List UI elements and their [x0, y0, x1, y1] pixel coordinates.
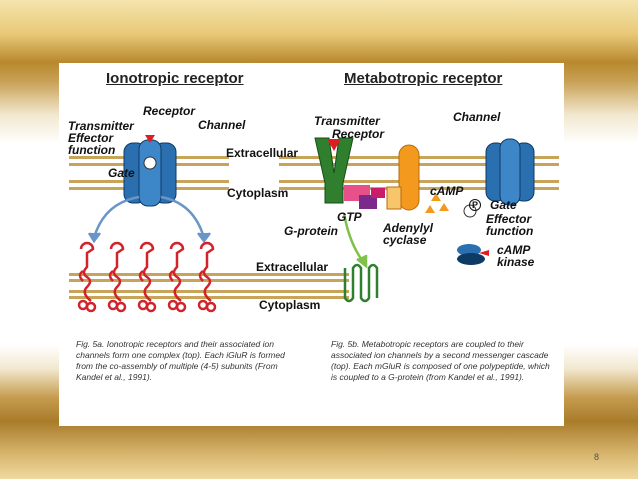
- ionotropic-title: Ionotropic receptor: [106, 70, 244, 87]
- label-cytoplasm-top: Cytoplasm: [227, 186, 289, 200]
- label-transmitter-left: Transmitter: [68, 119, 134, 133]
- glutamate-subunits-icon: [77, 241, 217, 313]
- label-receptor-right: Receptor: [332, 127, 385, 141]
- label-camp-kinase: cAMP kinase: [497, 243, 535, 269]
- camp-kinase-icon: [457, 244, 489, 265]
- label-extracellular-bottom: Extracellular: [256, 260, 329, 274]
- adenylyl-cyclase-icon: [386, 144, 420, 211]
- label-effector-right: Effector function: [486, 212, 534, 238]
- receptor-diagram: [69, 135, 559, 313]
- label-gtp: GTP: [337, 210, 362, 224]
- metabotropic-receptor-icon: [314, 137, 354, 204]
- label-transmitter-right: Transmitter: [314, 114, 380, 128]
- assembly-arrows: [87, 195, 211, 244]
- page-number: 8: [594, 452, 600, 462]
- label-phosphate: P: [469, 199, 481, 211]
- label-gate-left: Gate: [108, 166, 135, 180]
- g-protein-arrow: [342, 212, 368, 269]
- label-channel-right: Channel: [453, 110, 501, 124]
- mglur-polypeptide-icon: [343, 263, 379, 303]
- label-gate-right: Gate: [490, 198, 517, 212]
- metabotropic-title: Metabotropic receptor: [344, 70, 503, 87]
- label-effector-left: Effector function: [68, 131, 116, 157]
- label-adenylyl-cyclase: Adenylyl cyclase: [383, 221, 434, 247]
- g-protein-icon: [344, 185, 385, 209]
- camp-molecules-icon: [425, 193, 449, 213]
- label-channel-left: Channel: [198, 118, 246, 132]
- label-camp: cAMP: [430, 184, 464, 198]
- label-extracellular-top: Extracellular: [226, 146, 299, 160]
- caption-ionotropic: Fig. 5a. Ionotropic receptors and their …: [76, 339, 285, 382]
- label-g-protein: G-protein: [284, 224, 338, 238]
- label-receptor-left: Receptor: [143, 104, 196, 118]
- metabotropic-channel-icon: [463, 138, 535, 218]
- caption-metabotropic: Fig. 5b. Metabotropic receptors are coup…: [331, 339, 550, 382]
- ionotropic-channel-icon: [123, 135, 177, 207]
- label-cytoplasm-bottom: Cytoplasm: [259, 298, 321, 312]
